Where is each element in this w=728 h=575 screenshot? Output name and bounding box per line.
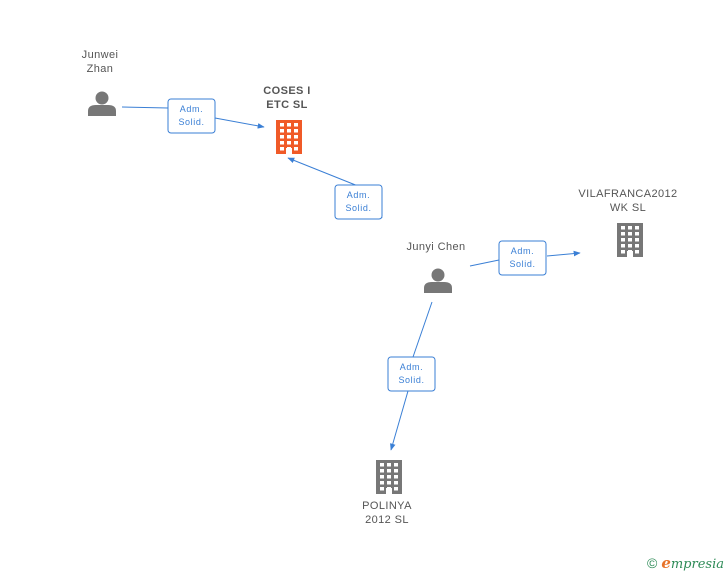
building-window [380,463,384,467]
edge-arrow-segment [287,157,359,187]
node-junyi[interactable]: Junyi Chen [406,241,465,293]
node-label-vilafranca[interactable]: WK SL [610,202,646,214]
node-coses[interactable]: COSES I ETC SL [263,85,310,154]
building-window [621,238,625,242]
edge-label-box[interactable] [167,98,216,134]
edge-line-segment [121,106,169,109]
building-window [280,147,284,151]
building-door [286,148,292,154]
building-window [621,244,625,248]
edge-junyi-to-coses[interactable]: Adm. Solid. [287,157,383,220]
building-icon[interactable] [276,120,302,154]
building-window [294,135,298,139]
building-window [280,129,284,133]
person-icon[interactable] [424,268,452,294]
edge-label-text: Adm. [511,246,534,256]
building-window [394,481,398,485]
building-window [380,481,384,485]
building-window [387,469,391,473]
edge-junyi-to-vilafranca[interactable]: Adm. Solid. [469,240,581,276]
empresia-logo[interactable]: empresia [661,554,724,572]
node-label-junyi[interactable]: Junyi Chen [406,241,465,253]
building-window [394,469,398,473]
building-window [628,232,632,236]
building-window [635,244,639,248]
building-window [380,469,384,473]
building-window [287,123,291,127]
building-window [621,232,625,236]
edge-arrow-segment [546,250,581,257]
building-window [280,123,284,127]
person-head [95,91,109,105]
edge-label-text: Solid. [398,375,424,385]
building-window [628,244,632,248]
building-window [287,129,291,133]
edge-label-text: Adm. [400,362,423,372]
building-window [628,238,632,242]
edge-label-text: Adm. [180,104,203,114]
edge-label-text: Solid. [178,117,204,127]
edge-line-segment [412,301,433,358]
building-window [628,226,632,230]
building-window [394,463,398,467]
node-label-polinya[interactable]: 2012 SL [365,514,409,526]
building-window [287,135,291,139]
building-window [294,123,298,127]
edge-junwei-to-coses[interactable]: Adm. Solid. [121,98,265,134]
node-label-vilafranca[interactable]: VILAFRANCA2012 [578,188,677,200]
edge-junyi-to-polinya[interactable]: Adm. Solid. [387,301,436,451]
person-head [431,268,445,282]
edge-label-box[interactable] [334,184,383,220]
person-body [424,282,452,293]
building-window [280,141,284,145]
person-icon[interactable] [88,91,116,117]
node-label-coses[interactable]: COSES I [263,85,310,97]
building-window [287,141,291,145]
building-icon[interactable] [376,460,402,494]
building-door [386,488,392,494]
building-window [280,135,284,139]
building-window [635,226,639,230]
building-door [627,251,633,257]
building-window [621,226,625,230]
footer-brand: ©empresia [647,554,724,572]
node-label-junwei[interactable]: Junwei [82,49,119,61]
edge-label-text: Solid. [345,203,371,213]
building-window [635,232,639,236]
node-polinya[interactable]: POLINYA 2012 SL [362,460,412,526]
edge-label-box[interactable] [387,356,436,392]
edge-label-text: Adm. [347,190,370,200]
edge-arrow-segment [214,117,265,129]
building-window [294,141,298,145]
building-window [294,129,298,133]
building-window [387,475,391,479]
edge-label-text: Solid. [509,259,535,269]
node-label-polinya[interactable]: POLINYA [362,500,412,512]
edge-line-segment [469,259,500,267]
building-window [387,463,391,467]
copyright-symbol: © [646,555,658,571]
node-vilafranca[interactable]: VILAFRANCA2012 WK SL [578,188,677,257]
node-label-junwei[interactable]: Zhan [87,63,114,75]
edge-label-box[interactable] [498,240,547,276]
building-window [394,475,398,479]
building-window [380,487,384,491]
building-icon[interactable] [617,223,643,257]
edge-arrow-segment [390,390,409,451]
building-window [635,238,639,242]
building-window [380,475,384,479]
node-label-coses[interactable]: ETC SL [266,99,308,111]
building-window [387,481,391,485]
person-body [88,105,116,116]
building-window [394,487,398,491]
building-window [621,250,625,254]
building-window [635,250,639,254]
building-window [294,147,298,151]
